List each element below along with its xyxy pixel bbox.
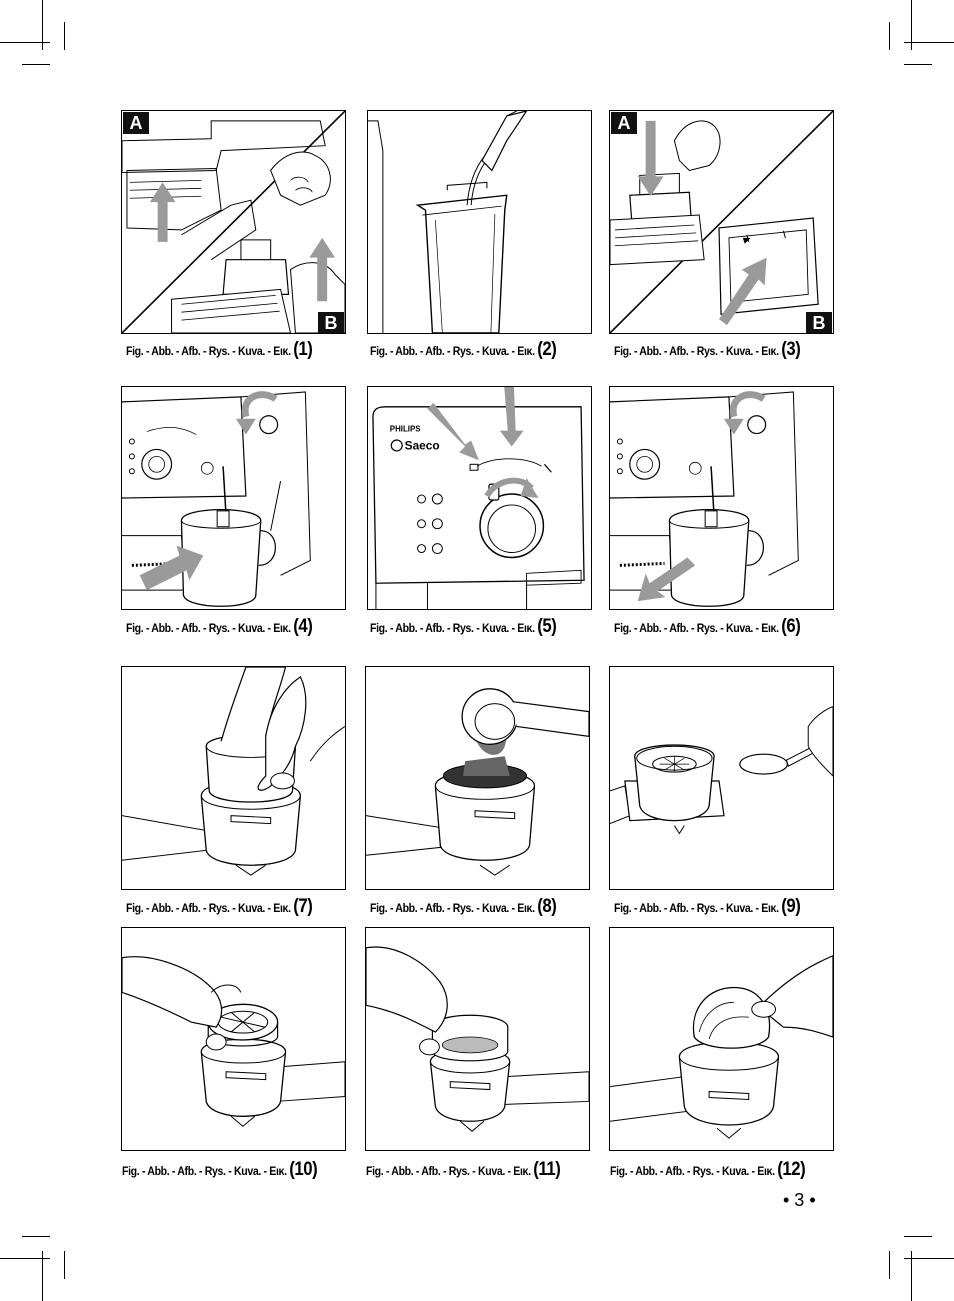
brand-saeco: Saeco	[405, 438, 440, 452]
crop-mark-tl-h2	[22, 64, 50, 65]
caption-prefix: Fig. - Abb. - Afb. - Rys. - Kuva. - Εικ.	[614, 344, 779, 358]
figure-8-caption: Fig. - Abb. - Afb. - Rys. - Kuva. - Εικ.…	[370, 896, 557, 918]
figure-1-caption: Fig. - Abb. - Afb. - Rys. - Kuva. - Εικ.…	[126, 339, 313, 361]
page-number: • 3 •	[783, 1190, 816, 1210]
crop-mark-bl-h	[0, 1258, 50, 1259]
figure-8-illustration	[366, 688, 589, 876]
figure-11-panel	[365, 927, 590, 1151]
caption-prefix: Fig. - Abb. - Afb. - Rys. - Kuva. - Εικ.	[610, 1164, 775, 1178]
figure-3-badge-b: B	[806, 312, 832, 333]
crop-mark-bl-v	[42, 1251, 43, 1301]
figure-9-illustration	[610, 706, 833, 835]
figure-number: (11)	[533, 1159, 561, 1180]
figure-number: (8)	[537, 896, 557, 917]
figure-8-panel	[365, 666, 590, 890]
figure-7-caption: Fig. - Abb. - Afb. - Rys. - Kuva. - Εικ.…	[126, 896, 313, 918]
figure-7-illustration	[122, 667, 345, 876]
caption-prefix: Fig. - Abb. - Afb. - Rys. - Kuva. - Εικ.	[126, 901, 291, 915]
crop-mark-br-h	[904, 1258, 954, 1259]
figure-number: (2)	[537, 339, 557, 360]
figure-1-panel: A B	[121, 110, 346, 334]
figure-3-badge-a: A	[611, 112, 637, 134]
caption-prefix: Fig. - Abb. - Afb. - Rys. - Kuva. - Εικ.	[122, 1164, 287, 1178]
figure-12-caption: Fig. - Abb. - Afb. - Rys. - Kuva. - Εικ.…	[610, 1159, 806, 1181]
figure-1-badge-b: B	[318, 312, 344, 333]
power-icon	[417, 494, 426, 504]
caption-prefix: Fig. - Abb. - Afb. - Rys. - Kuva. - Εικ.	[126, 621, 291, 635]
figure-1-badge-a: A	[123, 112, 149, 134]
figure-number: (12)	[777, 1159, 806, 1180]
figure-11-illustration	[366, 946, 589, 1132]
figure-3-panel: A B	[609, 110, 834, 334]
figure-5-illustration: PHILIPS Saeco	[372, 387, 585, 609]
figure-2-caption: Fig. - Abb. - Afb. - Rys. - Kuva. - Εικ.…	[370, 339, 557, 361]
figure-10-illustration	[122, 956, 345, 1127]
figure-10-caption: Fig. - Abb. - Afb. - Rys. - Kuva. - Εικ.…	[122, 1159, 318, 1181]
crop-mark-tr-h	[904, 42, 954, 43]
figure-number: (6)	[781, 616, 801, 637]
crop-mark-br-v	[911, 1251, 912, 1301]
figure-4-panel	[121, 386, 346, 610]
figure-4-caption: Fig. - Abb. - Afb. - Rys. - Kuva. - Εικ.…	[126, 616, 313, 638]
figure-12-illustration	[610, 955, 833, 1139]
figure-10-panel	[121, 927, 346, 1151]
figure-9-caption: Fig. - Abb. - Afb. - Rys. - Kuva. - Εικ.…	[614, 896, 801, 918]
crop-mark-br-h2	[904, 1236, 932, 1237]
figure-2-panel	[367, 110, 592, 334]
coffee-cup-icon	[469, 463, 479, 471]
saeco-logo-icon	[390, 439, 403, 452]
caption-prefix: Fig. - Abb. - Afb. - Rys. - Kuva. - Εικ.	[370, 901, 535, 915]
crop-mark-bl-v2	[64, 1251, 65, 1279]
figure-6-panel	[609, 386, 834, 610]
steam-icon	[543, 463, 552, 473]
caption-prefix: Fig. - Abb. - Afb. - Rys. - Kuva. - Εικ.	[126, 344, 291, 358]
crop-mark-br-v2	[889, 1251, 890, 1279]
figure-6-illustration	[610, 391, 799, 607]
figure-number: (10)	[289, 1159, 318, 1180]
figure-11-caption: Fig. - Abb. - Afb. - Rys. - Kuva. - Εικ.…	[366, 1159, 561, 1181]
caption-prefix: Fig. - Abb. - Afb. - Rys. - Kuva. - Εικ.	[614, 621, 779, 635]
figure-12-panel	[609, 927, 834, 1151]
crop-mark-bl-h2	[22, 1236, 50, 1237]
figure-number: (3)	[781, 339, 801, 360]
figure-3-illustration	[610, 111, 833, 333]
caption-prefix: Fig. - Abb. - Afb. - Rys. - Kuva. - Εικ.	[370, 344, 535, 358]
crop-mark-tr-v	[911, 0, 912, 50]
brand-philips: PHILIPS	[390, 425, 421, 434]
figure-2-illustration	[368, 111, 528, 333]
caption-prefix: Fig. - Abb. - Afb. - Rys. - Kuva. - Εικ.	[614, 901, 779, 915]
figure-number: (5)	[537, 616, 557, 637]
crop-mark-tl-v2	[64, 22, 65, 50]
crop-mark-tl-v	[42, 0, 43, 50]
figure-3-caption: Fig. - Abb. - Afb. - Rys. - Kuva. - Εικ.…	[614, 339, 801, 361]
figure-4-illustration	[122, 391, 311, 607]
figure-number: (4)	[293, 616, 313, 637]
figure-number: (1)	[293, 339, 313, 360]
figure-1-illustration	[122, 111, 345, 333]
crop-mark-tr-h2	[904, 64, 932, 65]
figure-5-caption: Fig. - Abb. - Afb. - Rys. - Kuva. - Εικ.…	[370, 616, 557, 638]
figure-9-panel	[609, 666, 834, 890]
figure-7-panel	[121, 666, 346, 890]
figure-number: (9)	[781, 896, 801, 917]
crop-mark-tr-v2	[889, 22, 890, 50]
figure-5-panel: PHILIPS Saeco	[367, 386, 592, 610]
crop-mark-tl-h	[0, 42, 50, 43]
figure-6-caption: Fig. - Abb. - Afb. - Rys. - Kuva. - Εικ.…	[614, 616, 801, 638]
figure-number: (7)	[293, 896, 313, 917]
caption-prefix: Fig. - Abb. - Afb. - Rys. - Kuva. - Εικ.	[366, 1164, 531, 1178]
caption-prefix: Fig. - Abb. - Afb. - Rys. - Kuva. - Εικ.	[370, 621, 535, 635]
